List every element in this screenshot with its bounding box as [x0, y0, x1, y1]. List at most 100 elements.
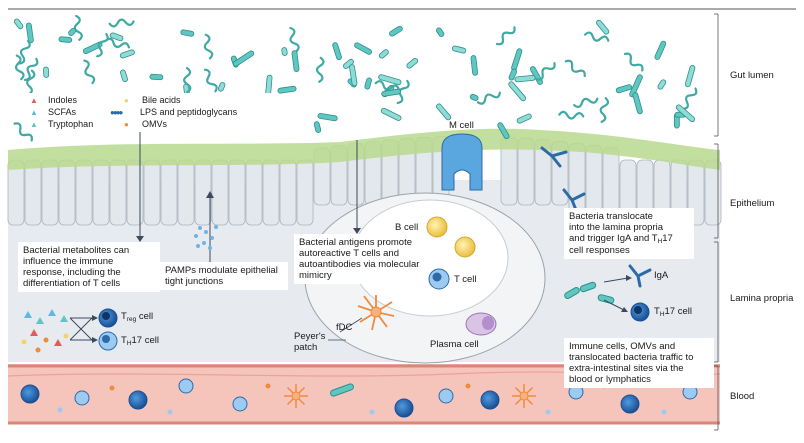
- treg-label: Treg cell: [121, 311, 154, 323]
- legend-omvs: ●OMVs: [124, 119, 167, 129]
- blood-fdc: [519, 391, 529, 401]
- bacterium-spiral: [203, 33, 214, 60]
- bacterium: [119, 49, 135, 59]
- epithelial-cell: [143, 159, 161, 226]
- epithelial-cell: [41, 159, 59, 226]
- epithelial-cell: [160, 159, 178, 226]
- bacterium-spiral: [558, 110, 585, 120]
- bacterium-spiral: [289, 26, 300, 53]
- bacterium-spiral: [83, 59, 96, 85]
- bacterium-spiral: [476, 91, 501, 105]
- bacterium: [25, 22, 34, 44]
- blood-omv: [465, 383, 471, 389]
- blood-omv: [369, 409, 375, 415]
- legend-bile-acids: ●Bile acids: [124, 95, 181, 105]
- th17-label: TH17 cell: [121, 335, 159, 347]
- epithelial-cell: [279, 159, 297, 226]
- blood-immune-cell: [394, 398, 414, 418]
- peyers-patch-label: Peyer's patch: [294, 331, 326, 353]
- bacterium: [380, 107, 402, 121]
- epithelial-cell: [262, 159, 280, 226]
- iga-arrows: [603, 277, 629, 311]
- legend-tryptophan-label: Tryptophan: [48, 119, 94, 129]
- bacterium: [451, 45, 467, 54]
- pamps-box: PAMPs modulate epithelial tight junction…: [160, 262, 288, 290]
- bacterium: [406, 57, 419, 69]
- bacterium: [281, 47, 288, 56]
- bacterium: [378, 74, 402, 86]
- t-cell-label: T cell: [454, 274, 477, 285]
- traffic-text: Immune cells, OMVs and translocated bact…: [569, 341, 694, 385]
- legend: ▲Indoles ▲SCFAs ▲Tryptophan ●Bile acids …: [26, 93, 276, 131]
- translocate-box: Bacteria translocate into the lamina pro…: [564, 208, 694, 259]
- triangle-icon: ▲: [30, 108, 38, 117]
- metabolite-cluster: [21, 309, 69, 353]
- legend-tryptophan: ▲ Tryptophan: [30, 119, 93, 129]
- bacterium-spiral: [564, 59, 586, 78]
- bacterium: [82, 41, 103, 55]
- bacterium: [13, 18, 24, 30]
- bacterium: [343, 58, 354, 69]
- b-cell-label: B cell: [395, 222, 419, 233]
- bacterium-spiral: [73, 14, 83, 41]
- th17-right-label: TH17 cell: [654, 306, 692, 318]
- legend-indoles-label: Indoles: [48, 95, 78, 105]
- bacterium: [654, 40, 667, 60]
- bacterium-spiral: [96, 33, 109, 58]
- epithelial-cell: [109, 159, 127, 226]
- legend-scfas-label: SCFAs: [48, 107, 77, 117]
- m-cell: [441, 133, 483, 191]
- bacterium: [364, 77, 372, 90]
- bacteria-group: [13, 14, 698, 142]
- triangle-icon: ▲: [30, 120, 38, 129]
- epithelial-cell: [24, 159, 42, 226]
- bacterium: [381, 88, 402, 97]
- blood-t-cell: [232, 396, 248, 412]
- epithelial-cell: [296, 159, 314, 226]
- epithelial-cell: [211, 159, 229, 226]
- bacterium: [332, 42, 342, 61]
- bacterium: [277, 85, 297, 94]
- b-cell-2: [454, 236, 476, 258]
- epithelial-cell: [194, 159, 212, 226]
- blood-immune-cell: [20, 384, 40, 404]
- bacterium-spiral: [203, 68, 218, 93]
- bacterium-spiral: [13, 122, 33, 142]
- m-cell-label: M cell: [449, 120, 474, 131]
- bacterium: [675, 104, 696, 123]
- traffic-box: Immune cells, OMVs and translocated bact…: [564, 338, 714, 388]
- bacterium-spiral: [104, 37, 130, 49]
- pamp-particles: [194, 225, 218, 250]
- blood-immune-cell: [480, 390, 500, 410]
- blood-cells-group: [20, 378, 698, 418]
- blood-omv: [167, 409, 173, 415]
- blood-omv: [109, 385, 115, 391]
- bacterium-spiral: [374, 80, 400, 91]
- bacterium-spiral: [183, 67, 192, 94]
- blood-t-cell: [178, 378, 194, 394]
- epithelium-layer: [7, 136, 722, 226]
- b-cell: [426, 216, 448, 238]
- epithelial-cell: [75, 159, 93, 226]
- legend-lps: ●●●● LPS and peptidoglycans: [110, 107, 237, 117]
- legend-lps-label: LPS and peptidoglycans: [140, 107, 238, 117]
- antigens-box: Bacterial antigens promote autoreactive …: [294, 234, 428, 284]
- mucus-layer: [8, 128, 720, 170]
- bacterium: [657, 79, 667, 90]
- triangle-icon: ▲: [30, 96, 38, 105]
- arrow-metabolites-head: [136, 236, 144, 242]
- bacterium: [684, 65, 696, 88]
- bacterium: [516, 113, 532, 124]
- bacterium-spiral: [623, 52, 644, 72]
- bacterium: [217, 82, 226, 92]
- antigens-text: Bacterial antigens promote autoreactive …: [299, 237, 420, 281]
- fdc-label: fDC: [336, 322, 353, 333]
- dots-icon: ●●●●: [110, 108, 123, 117]
- blood-t-cell: [74, 390, 90, 406]
- bacterium: [354, 42, 373, 55]
- bacterium: [232, 50, 255, 67]
- blood-omv: [545, 409, 551, 415]
- bacterium: [389, 25, 403, 37]
- gut-lumen-label: Gut lumen: [730, 70, 774, 81]
